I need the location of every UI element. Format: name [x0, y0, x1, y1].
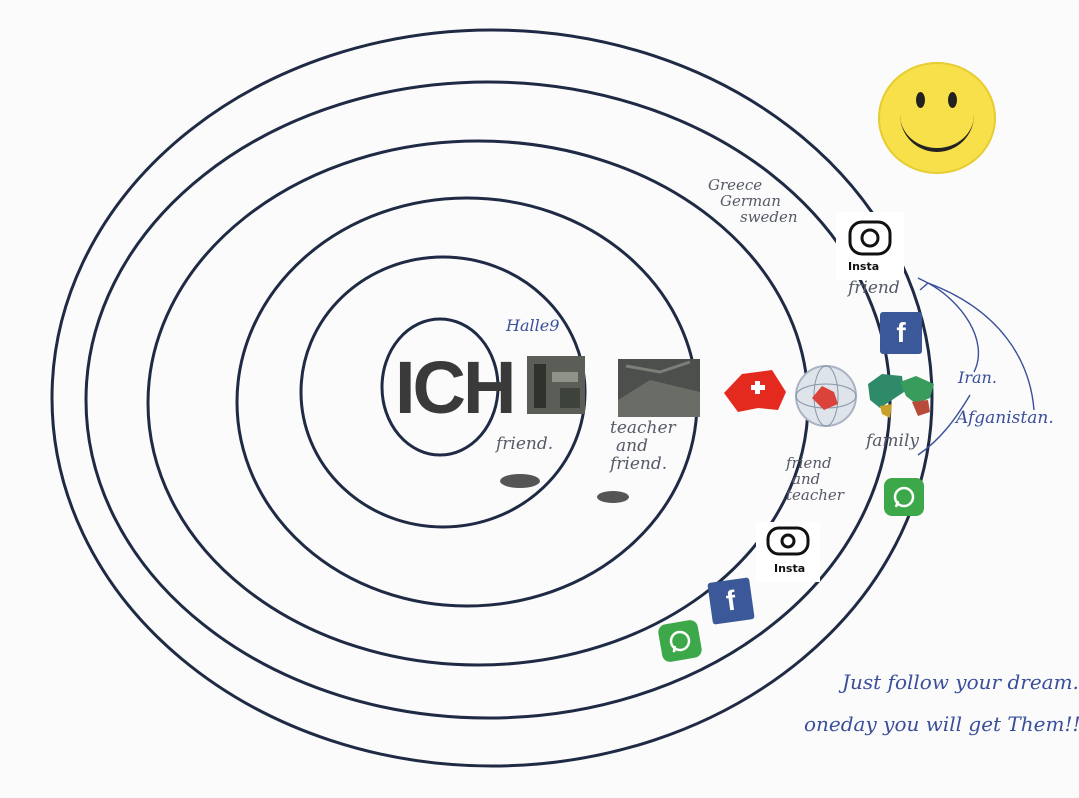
quote-line-2: oneday you will get Them!! [804, 712, 1079, 736]
ring-6 [50, 28, 934, 768]
whatsapp-glyph-icon [669, 630, 691, 653]
ich-label: ICH [395, 346, 516, 429]
whatsapp-icon[interactable] [884, 478, 924, 516]
globe-icon [795, 365, 857, 427]
note-teacher-and-friend: teacher and friend. [610, 418, 676, 474]
facebook-icon[interactable]: f [880, 312, 922, 354]
note-friend-inner: friend. [496, 434, 554, 454]
note-iran: Iran. [958, 368, 997, 387]
mustache-doodles [500, 474, 629, 503]
whatsapp-icon[interactable] [657, 618, 703, 664]
arrows [917, 277, 1035, 456]
note-countries: Greece German sweden [708, 176, 798, 226]
note-friend-outer: friend [848, 278, 900, 298]
note-afganistan: Afganistan. [956, 408, 1054, 428]
insta-label-bottom: Insta [774, 562, 806, 575]
quote-line-1: Just follow your dream... [842, 670, 1079, 694]
swiss-flag-icon [724, 370, 786, 412]
instagram-icon [848, 220, 892, 256]
whatsapp-glyph-icon [893, 486, 915, 508]
note-halle: Halle9 [506, 316, 560, 335]
ring-1 [380, 317, 500, 457]
insta-card-top: Insta [836, 212, 904, 280]
facebook-icon[interactable]: f [707, 577, 755, 625]
halle-photo [527, 356, 585, 414]
insta-label-top: Insta [848, 260, 880, 273]
teacher-photo [618, 359, 700, 417]
smiley-icon [878, 62, 996, 174]
note-friend-and-teacher: friend and teacher [786, 454, 844, 504]
insta-card-bottom: Insta [756, 522, 820, 582]
instagram-icon [766, 526, 810, 556]
world-map-icon [868, 374, 934, 418]
note-family: family [866, 431, 920, 451]
